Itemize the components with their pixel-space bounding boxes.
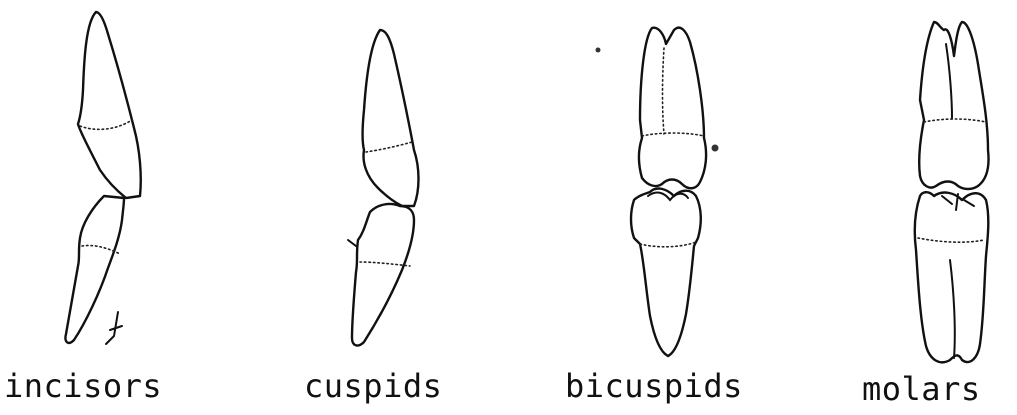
upper-bicuspid <box>639 28 706 189</box>
lower-bicuspid <box>631 189 701 356</box>
cuspid-pair <box>348 30 419 345</box>
label-incisors: incisors <box>4 370 162 402</box>
label-cuspids: cuspids <box>304 370 442 402</box>
upper-cuspid <box>363 30 419 206</box>
cuspid-speck <box>348 240 356 246</box>
upper-incisor <box>78 12 141 198</box>
bicuspid-pair <box>596 28 719 356</box>
root-mark <box>106 312 122 344</box>
label-bicuspids: bicuspids <box>565 370 743 402</box>
molar-pair <box>915 22 989 362</box>
label-molars: molars <box>862 373 981 405</box>
lower-incisor <box>65 196 124 343</box>
bicuspid-speck <box>712 145 719 152</box>
incisor-pair <box>65 12 140 344</box>
speck-top <box>596 48 601 53</box>
lower-cuspid <box>352 204 414 345</box>
upper-molar <box>919 22 988 189</box>
